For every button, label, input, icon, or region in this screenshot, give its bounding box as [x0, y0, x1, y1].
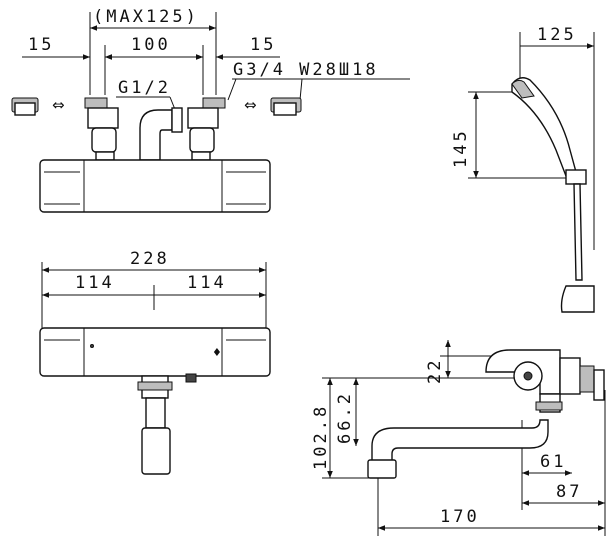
outlet-thread-label: G3/4 W28Ш18: [233, 60, 379, 80]
left-cap-fitting: [11, 97, 39, 116]
spout-reach-label: 170: [440, 507, 480, 527]
right-offset-label: 15: [250, 35, 276, 55]
top-view: (MAX125) 15 100 15 G1/2 G3/4 W28Ш18 ⇔: [11, 7, 410, 213]
temperature-icon: ♦: [212, 346, 222, 359]
head-width-label: 125: [537, 25, 577, 45]
wall-offset-a-label: 61: [540, 452, 566, 472]
shower-head: [511, 77, 587, 281]
max-width-label: (MAX125): [93, 7, 199, 27]
side-mixer-body: [485, 349, 605, 413]
swap-arrow-icon: ⇔: [244, 96, 257, 114]
total-width-label: 228: [130, 249, 170, 269]
leader-line: [299, 78, 303, 101]
shower-bracket: [560, 285, 595, 313]
inlet-thread-label: G1/2: [118, 78, 171, 98]
top-offset-label: 22: [425, 358, 445, 384]
right-half-label: 114: [187, 273, 227, 293]
side-spout: [367, 419, 549, 479]
swap-arrow-icon: ⇔: [52, 96, 65, 114]
right-cap-fitting: [270, 97, 302, 116]
shower-view: 125 145: [451, 25, 595, 313]
mixer-body-front: ♦: [39, 327, 271, 377]
spout-drop-label: 66.2: [335, 391, 355, 444]
spout-height-label: 102.8: [311, 404, 331, 470]
center-outlet-pipe: [139, 107, 183, 161]
wall-offset-b-label: 87: [556, 482, 582, 502]
right-inlet-elbow: [187, 97, 226, 161]
left-inlet-elbow: [84, 97, 119, 161]
bottom-outlet: [137, 373, 197, 475]
front-view: 228 114 114 ♦: [39, 249, 271, 475]
head-height-label: 145: [451, 128, 471, 168]
side-view: 22 102.8 66.2 61 87 170: [311, 340, 606, 536]
center-distance-label: 100: [131, 35, 171, 55]
left-half-label: 114: [75, 273, 115, 293]
mixer-body-top: [39, 159, 271, 213]
leader-line: [227, 78, 237, 101]
left-offset-label: 15: [28, 35, 54, 55]
